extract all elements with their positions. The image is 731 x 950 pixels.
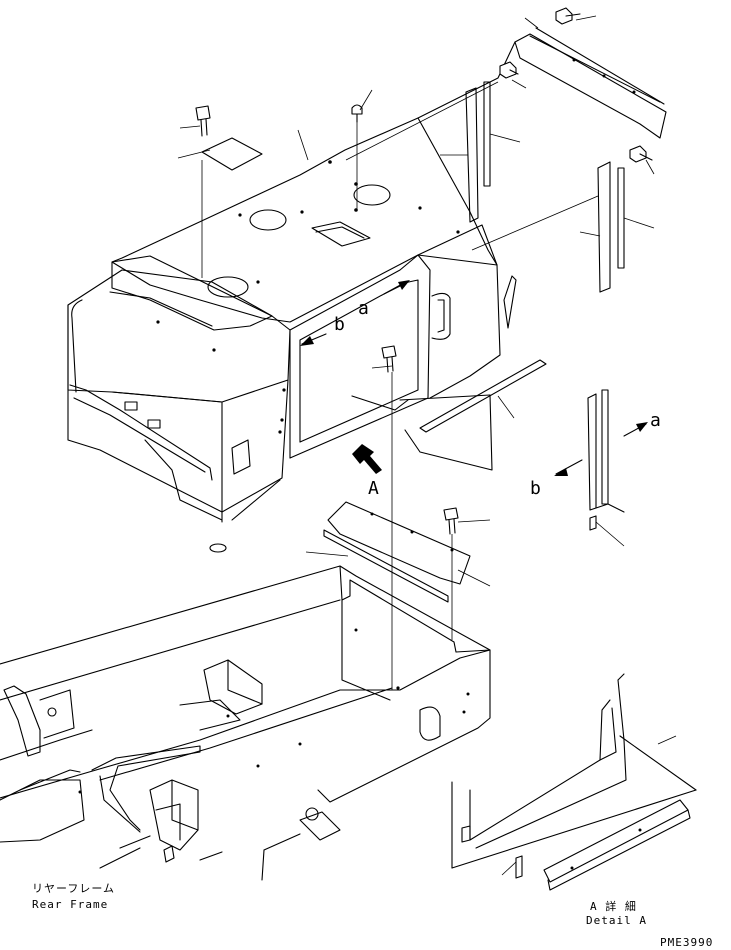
view-b-label-upper: b: [334, 314, 345, 335]
view-ab-strips: [587, 389, 625, 531]
detail-a-label-jp: A 詳 細: [590, 900, 637, 913]
rear-frame: [0, 565, 491, 881]
view-a-label-upper: a: [358, 298, 369, 319]
view-a-label-right: a: [650, 410, 661, 431]
view-a-arrow: [352, 444, 382, 474]
hood-cover: [67, 41, 516, 523]
rear-frame-label-jp: リヤーフレーム: [32, 882, 116, 895]
detail-a-label-en: Detail A: [586, 914, 647, 927]
inspection-cover: [201, 137, 263, 171]
side-strips: [419, 81, 625, 433]
detail-a-drawing: [451, 673, 697, 891]
view-arrows: [300, 280, 648, 476]
rear-frame-label-en: Rear Frame: [32, 898, 109, 911]
drawing-code: PME3990: [660, 936, 714, 949]
bolts: [195, 7, 653, 553]
arrow-a-label: A: [368, 478, 379, 499]
cover-bracket: [323, 501, 471, 603]
leader-lines: [177, 15, 677, 876]
rear-top-plate: [514, 27, 667, 139]
view-b-label-right: b: [530, 478, 541, 499]
